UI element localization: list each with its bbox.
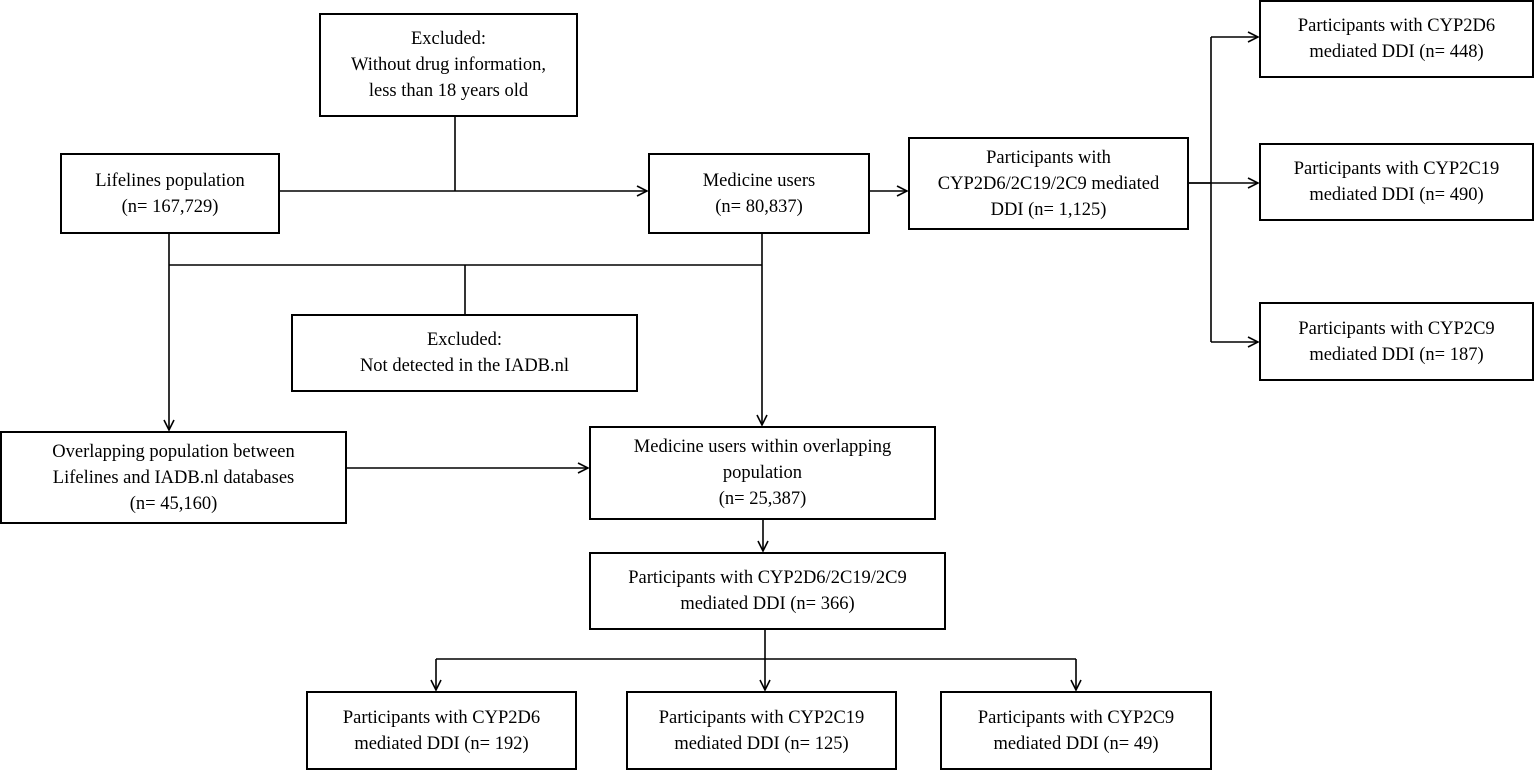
overlapping-population-box: Overlapping population between Lifelines…: [0, 431, 347, 524]
bottom-2d6-line-2: mediated DDI (n= 192): [354, 733, 529, 754]
excluded-mid-line-1: Excluded:: [426, 330, 502, 350]
overlapping-line-2: Lifelines and IADB.nl databases: [52, 467, 295, 488]
lifelines-population-box: Lifelines population (n= 167,729): [60, 153, 280, 234]
overlapping-line-3: (n= 45,160): [129, 493, 218, 514]
med-overlap-line-1: Medicine users within overlapping: [633, 437, 892, 457]
right-2c19-line-2: mediated DDI (n= 490): [1309, 185, 1484, 205]
bottom-cyp2c19-box: Participants with CYP2C19 mediated DDI (…: [626, 691, 897, 770]
excluded-top-box: Excluded: Without drug information, less…: [319, 13, 578, 117]
excluded-mid-line-2: Not detected in the IADB.nl: [359, 356, 570, 376]
right-cyp2c9-box: Participants with CYP2C9 mediated DDI (n…: [1259, 302, 1534, 381]
ddi-all-line-2: CYP2D6/2C19/2C9 mediated: [937, 173, 1160, 194]
right-2d6-line-2: mediated DDI (n= 448): [1309, 42, 1484, 62]
ddi-all-box: Participants with CYP2D6/2C19/2C9 mediat…: [908, 137, 1189, 230]
medicine-users-line-1: Medicine users: [702, 170, 816, 191]
right-2d6-line-1: Participants with CYP2D6: [1297, 16, 1496, 36]
right-cyp2d6-box: Participants with CYP2D6 mediated DDI (n…: [1259, 0, 1534, 78]
excluded-top-line-2: Without drug information,: [350, 55, 547, 75]
bottom-2c19-line-1: Participants with CYP2C19: [658, 707, 865, 728]
right-cyp2c19-box: Participants with CYP2C19 mediated DDI (…: [1259, 143, 1534, 221]
bottom-cyp2d6-box: Participants with CYP2D6 mediated DDI (n…: [306, 691, 577, 770]
bottom-2c9-line-1: Participants with CYP2C9: [977, 707, 1175, 728]
bottom-cyp2c9-box: Participants with CYP2C9 mediated DDI (n…: [940, 691, 1212, 770]
med-overlap-line-2: population: [722, 463, 803, 483]
medicine-users-overlap-box: Medicine users within overlapping popula…: [589, 426, 936, 520]
bottom-2c19-line-2: mediated DDI (n= 125): [674, 733, 849, 754]
ddi-all-line-1: Participants with: [986, 147, 1111, 168]
ddi-overlap-line-2: mediated DDI (n= 366): [680, 594, 855, 614]
overlapping-line-1: Overlapping population between: [52, 441, 295, 462]
ddi-all-line-3: DDI (n= 1,125): [990, 199, 1107, 220]
bottom-2d6-line-1: Participants with CYP2D6: [342, 707, 541, 728]
lifelines-line-1: Lifelines population: [95, 170, 245, 191]
lifelines-line-2: (n= 167,729): [121, 196, 219, 217]
excluded-top-line-1: Excluded:: [410, 29, 486, 49]
ddi-overlap-line-1: Participants with CYP2D6/2C19/2C9: [628, 568, 907, 588]
right-2c19-line-1: Participants with CYP2C19: [1293, 159, 1500, 179]
medicine-users-line-2: (n= 80,837): [715, 196, 803, 217]
right-2c9-line-2: mediated DDI (n= 187): [1309, 344, 1484, 365]
med-overlap-line-3: (n= 25,387): [718, 489, 807, 509]
bottom-2c9-line-2: mediated DDI (n= 49): [993, 733, 1159, 754]
excluded-top-line-3: less than 18 years old: [368, 81, 529, 101]
excluded-mid-box: Excluded: Not detected in the IADB.nl: [291, 314, 638, 392]
right-2c9-line-1: Participants with CYP2C9: [1298, 318, 1495, 339]
medicine-users-box: Medicine users (n= 80,837): [648, 153, 870, 234]
ddi-overlap-box: Participants with CYP2D6/2C19/2C9 mediat…: [589, 552, 946, 630]
